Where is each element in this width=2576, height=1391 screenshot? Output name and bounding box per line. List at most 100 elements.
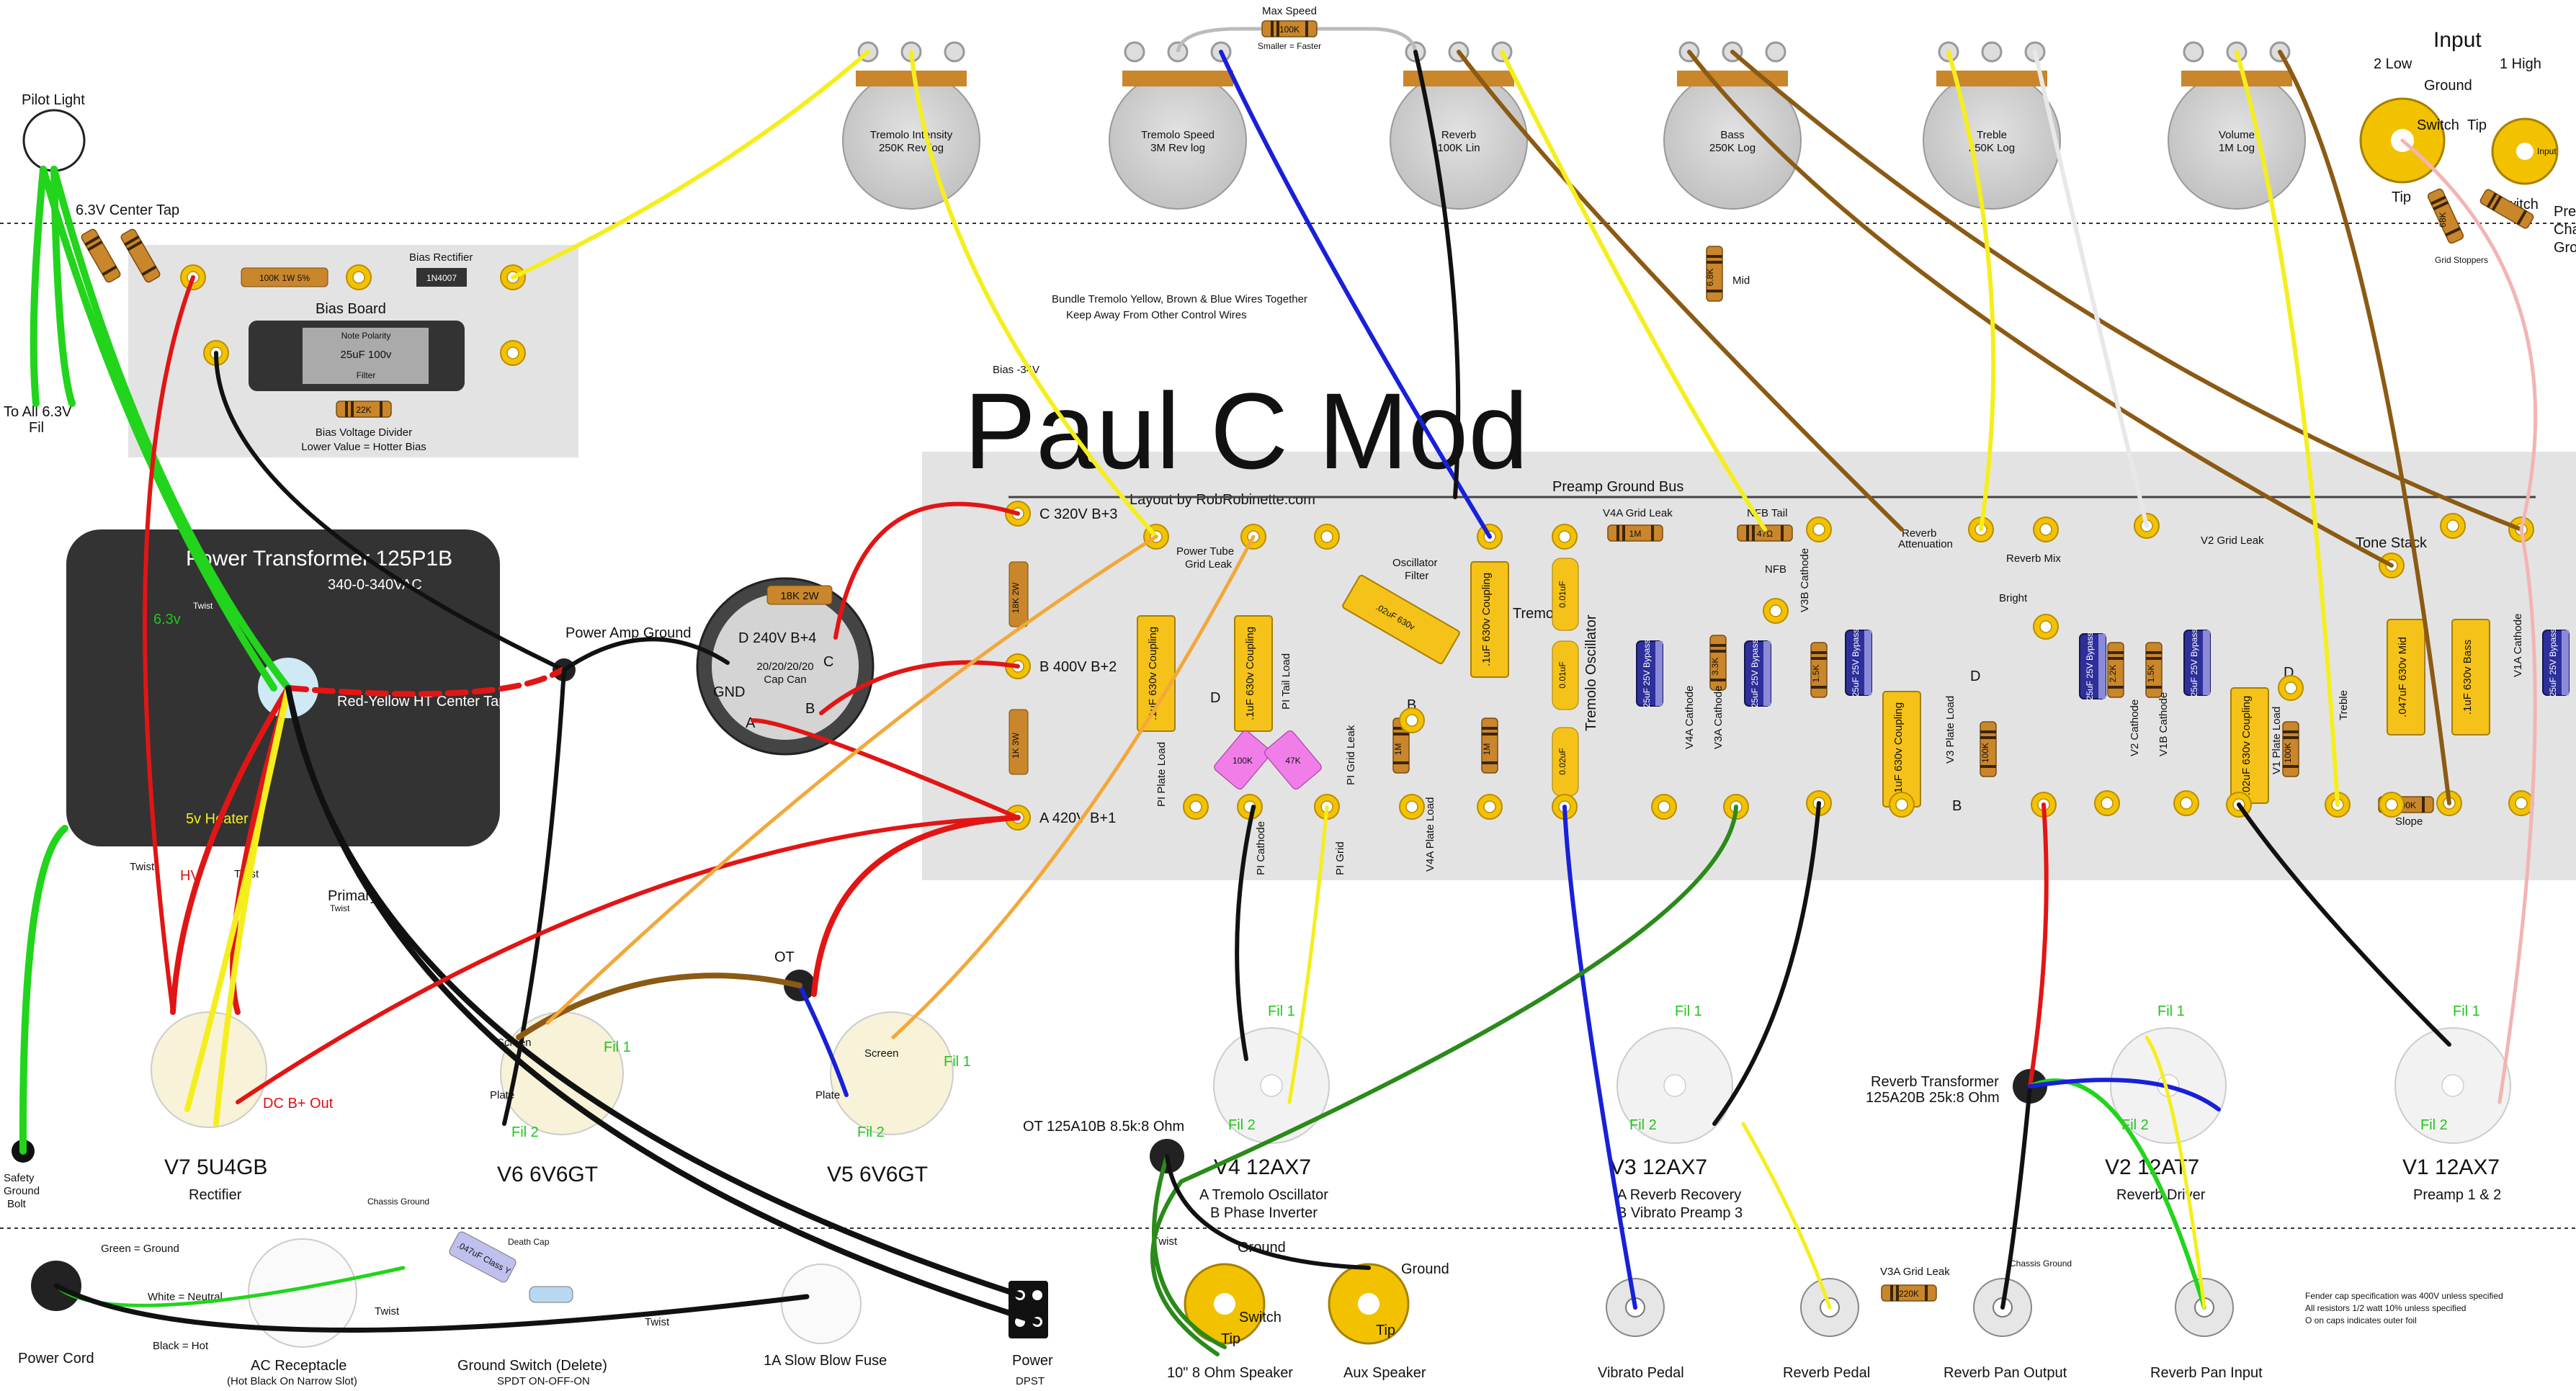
max-speed-value: 100K — [1279, 24, 1300, 35]
pt-grid-leak-label-2: Grid Leak — [1185, 558, 1233, 571]
v1b-cathode-label: V1B Cathode — [2157, 692, 2170, 756]
coupling-cap-2: .1uF 630v Coupling — [1244, 627, 1256, 720]
safety-label-1: Safety — [4, 1172, 35, 1184]
ac-receptacle[interactable] — [248, 1238, 357, 1348]
wire-black-v6-ground — [502, 668, 566, 1126]
rail-r18k: 18K 2W — [1011, 582, 1021, 613]
resistor-v1-plate: 100K — [2283, 743, 2293, 763]
tube-socket-v6[interactable] — [500, 1011, 624, 1135]
v4-fil2: Fil 2 — [1228, 1117, 1256, 1133]
pi-grid-leak-label: PI Grid Leak — [1345, 725, 1357, 785]
fuse-holder[interactable] — [781, 1263, 862, 1344]
grid-stopper-68k: 68K — [2438, 212, 2448, 227]
pot-value: 100K Lin — [1437, 142, 1480, 154]
tube-v3-label: V3 12AX7 — [1610, 1155, 1707, 1179]
aux-tip-label: Tip — [1376, 1323, 1395, 1338]
cap-can-line-2: Cap Can — [764, 674, 806, 686]
preamp-chassis-label-2: Chass — [2554, 222, 2576, 238]
tube-socket-v7[interactable] — [151, 1011, 267, 1128]
speaker-ground-label: Ground — [1238, 1240, 1286, 1256]
resistor-47ohm: 47Ω — [1757, 529, 1773, 539]
mid-resistor-value: 6.8K — [1705, 269, 1715, 287]
wire-blue-vibrato — [1562, 805, 1637, 1310]
cap-can-resistor: 18K 2W — [780, 590, 819, 602]
wire-brown-bass — [1730, 50, 2523, 532]
cap-001b: 0.01uF — [1557, 661, 1567, 688]
preamp-chassis-label-3: Grou — [2554, 240, 2576, 256]
tube-v1-label: V1 12AX7 — [2402, 1155, 2500, 1179]
wire-yellow-v2 — [2145, 1035, 2206, 1310]
bypass-cap-e: 25uF 25V Bypass — [2189, 629, 2199, 697]
reverb-transformer-name: Reverb Transformer — [1871, 1074, 1999, 1090]
cap-can-c: C — [823, 654, 833, 670]
max-speed-wire — [1176, 27, 1418, 53]
speaker-jack[interactable] — [1184, 1263, 1266, 1345]
ac-receptacle-note: (Hot Black On Narrow Slot) — [227, 1375, 357, 1387]
wire-green-pan-in — [2028, 1078, 2206, 1310]
tube-socket-v3[interactable] — [1616, 1027, 1733, 1144]
ground-switch-label: Ground Switch (Delete) — [457, 1358, 607, 1374]
wire-red-rail-b — [819, 660, 1020, 715]
ground-switch[interactable] — [529, 1286, 573, 1303]
input-ground-label: Ground — [2424, 78, 2472, 94]
pot-label: Reverb — [1441, 129, 1476, 141]
coupling-cap-3: .1uF 630v Coupling — [1480, 573, 1493, 666]
wire-white-treble — [2033, 50, 2149, 528]
resistor-33k: 3.3K — [1710, 658, 1720, 676]
twist-label-bottom-1: Twist — [375, 1305, 400, 1318]
bias-resistor-value: 100K 1W 5% — [259, 273, 310, 283]
wire-yellow-volume — [2235, 50, 2340, 807]
power-switch[interactable] — [1009, 1281, 1048, 1338]
wires — [19, 50, 2538, 1356]
center-tap-label: 6.3V Center Tap — [76, 202, 179, 218]
v5-screen-label: Screen — [864, 1047, 899, 1060]
tube-socket-v1[interactable] — [2394, 1027, 2511, 1144]
power-amp-ground-label: Power Amp Ground — [565, 625, 692, 641]
input-tip-label: Tip — [2467, 117, 2487, 133]
v1a-cathode-label: V1A Cathode — [2512, 614, 2524, 677]
resistor-1m-grid: 1M — [1629, 529, 1642, 539]
tube-v3-desc-1: A Reverb Recovery — [1617, 1187, 1741, 1203]
aux-speaker-jack[interactable] — [1328, 1263, 1410, 1345]
tone-stack-label: Tone Stack — [2356, 535, 2428, 551]
wire-red-ht-center — [285, 667, 565, 697]
reverb-pedal-label: Reverb Pedal — [1783, 1365, 1870, 1381]
reverb-transformer-spec: 125A20B 25k:8 Ohm — [1866, 1090, 2000, 1106]
tube-socket-v5[interactable] — [830, 1011, 954, 1135]
wire-brown-reverb — [1457, 50, 1904, 532]
wire-yellow-trem — [909, 50, 1158, 539]
pilot-light[interactable] — [22, 109, 86, 172]
chassis-ground-label-2: Chassis Ground — [2010, 1258, 2072, 1269]
wire-green-heater-3 — [50, 166, 292, 692]
reverb-pan-input-label: Reverb Pan Input — [2150, 1365, 2263, 1381]
credit-text: Layout by RobRobinette.com — [1130, 492, 1315, 508]
wire-black-bias-ground — [214, 351, 566, 672]
bypass-cap-a: 25uF 25V Bypass — [1642, 640, 1652, 708]
wire-yellow-intensity — [511, 50, 870, 279]
bias-rectifier-diode — [416, 268, 467, 287]
wire-blue-ot — [797, 983, 849, 1097]
v3a-grid-leak-label: V3A Grid Leak — [1880, 1266, 1950, 1278]
input-jack-high[interactable] — [2491, 117, 2559, 185]
fuse-label: 1A Slow Blow Fuse — [764, 1353, 887, 1369]
pot-value: 250K Log — [1969, 142, 2015, 154]
wire-black-pi-cathode — [1235, 805, 1256, 1061]
wire-pink-v1 — [2497, 527, 2537, 1104]
v3-fil2: Fil 2 — [1629, 1117, 1657, 1133]
tube-v3-desc-2: B Vibrato Preamp 3 — [1617, 1205, 1743, 1221]
note-1: Fender cap specification was 400V unless… — [2305, 1291, 2503, 1301]
tube-socket-v4[interactable] — [1213, 1027, 1330, 1144]
wire-red-rail-a — [751, 718, 1020, 820]
twist-label-a: Twist — [130, 861, 155, 873]
pot-label: Tremolo Speed — [1141, 129, 1215, 141]
coupling-cap-6: .047uF 630v Mid — [2397, 637, 2409, 717]
cap-can-d: D 240V B+4 — [738, 630, 816, 646]
bypass-cap-c: 25uF 25V Bypass — [1851, 629, 1861, 697]
v3b-cathode-label: V3B Cathode — [1799, 548, 1811, 612]
